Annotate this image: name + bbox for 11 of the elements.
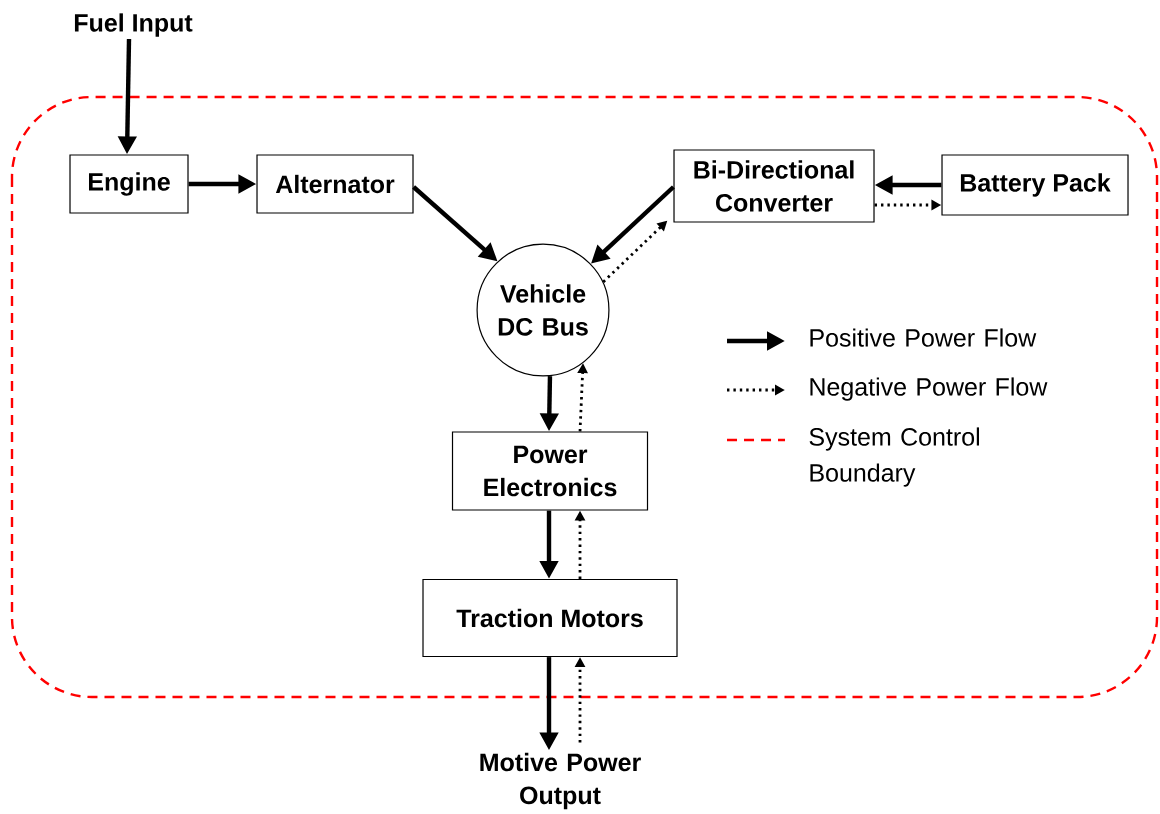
text-label: Motive Power Output [480,752,641,810]
legend-text: Negative Power Flow [810,377,1048,401]
text-label: Fuel Input [74,13,193,37]
process-box: Power Electronics [451,431,649,511]
process-box: Bi-Directional Converter [673,149,875,223]
legend-text: Positive Power Flow [810,328,1037,347]
process-box: Alternator [256,154,414,214]
process-box: Engine [69,154,189,214]
process-box: Battery Pack [941,154,1129,216]
legend-text: System Control Boundary [809,427,979,487]
process-box: Traction Motors [422,578,678,658]
